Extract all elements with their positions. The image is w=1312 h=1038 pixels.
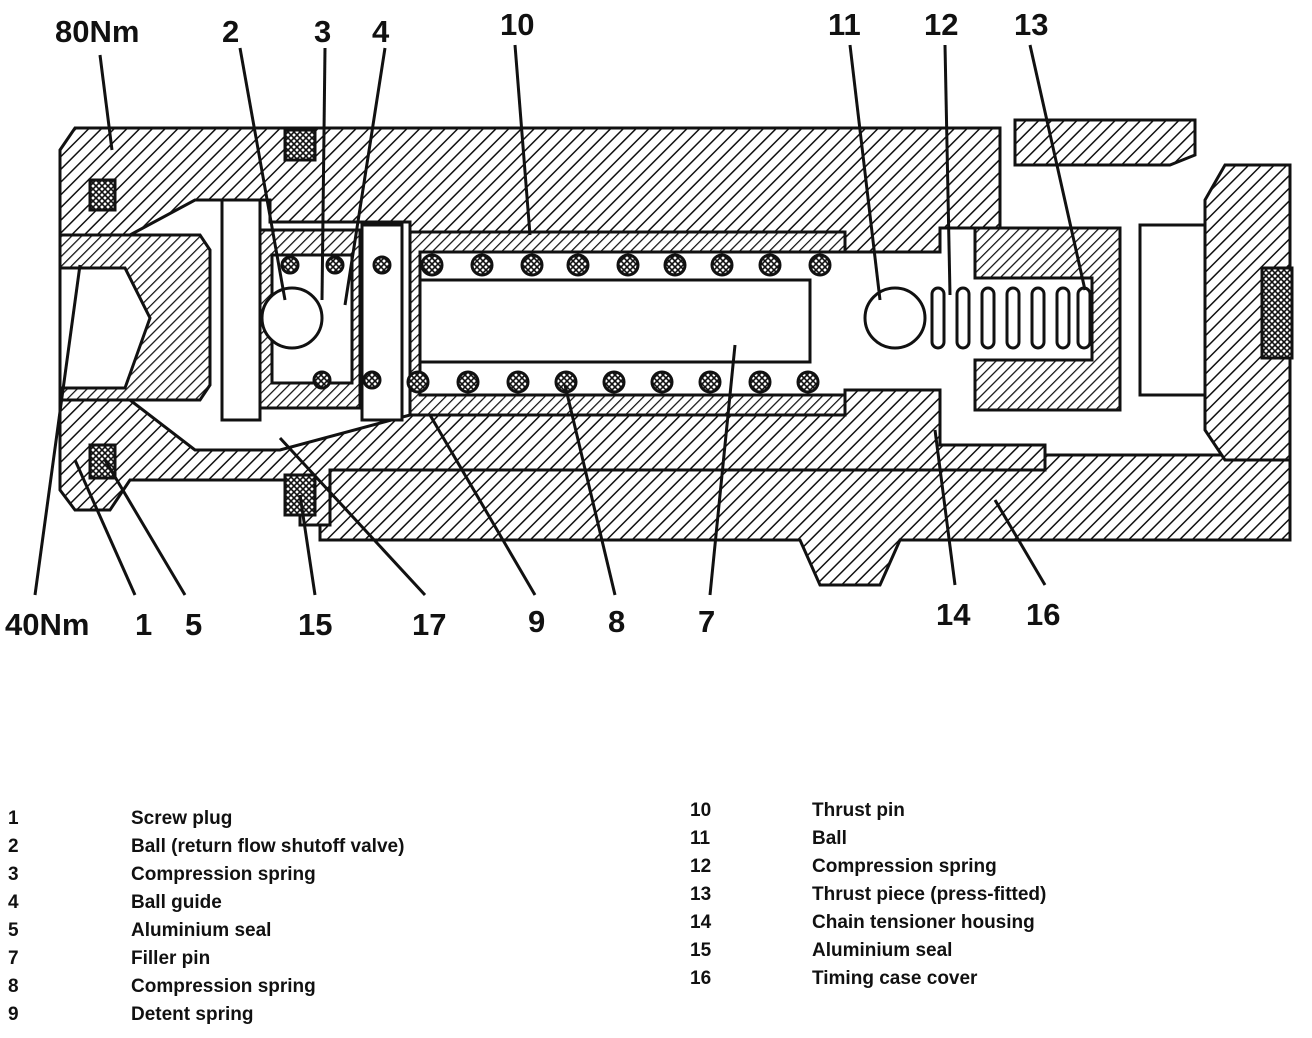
ball: [863, 286, 927, 350]
legend-num: 9: [8, 1004, 19, 1025]
callout-2: 2: [222, 14, 239, 49]
legend-desc: Timing case cover: [812, 968, 978, 989]
chain-tensioner-housing: [58, 126, 1047, 527]
legend-num: 14: [690, 912, 712, 933]
legend-desc: Compression spring: [131, 976, 316, 997]
callout-40nm: 40Nm: [5, 607, 89, 642]
legend-num: 3: [8, 864, 19, 885]
legend-desc: Thrust piece (press-fitted): [812, 884, 1047, 905]
compression-spring-ball: [930, 286, 1092, 350]
callout-labels: 80Nm 2 3 4 10 11 12 13 40Nm 1 5 15 17 9 …: [5, 7, 1060, 642]
legend-desc: Chain tensioner housing: [812, 912, 1035, 933]
callout-15: 15: [298, 607, 332, 642]
compression-spring-valve: [280, 255, 392, 390]
callout-13: 13: [1014, 7, 1048, 42]
legend-desc: Ball: [812, 828, 847, 849]
legend-num: 10: [690, 800, 712, 821]
legend-desc: Aluminium seal: [812, 940, 953, 961]
legend-desc: Filler pin: [131, 948, 211, 969]
thrust-piece: [973, 226, 1122, 412]
callout-80nm: 80Nm: [55, 14, 139, 49]
callout-12: 12: [924, 7, 958, 42]
callout-8: 8: [608, 604, 625, 639]
legend-num: 16: [690, 968, 712, 989]
callout-1: 1: [135, 607, 152, 642]
legend-desc: Compression spring: [131, 864, 316, 885]
callout-11: 11: [828, 7, 861, 42]
ball-return-flow: [260, 286, 324, 350]
timing-case-cover: [318, 118, 1294, 587]
leader-lines: [33, 44, 1087, 597]
legend-num: 12: [690, 856, 712, 877]
legend-desc: Compression spring: [812, 856, 997, 877]
detent-spring: [360, 223, 404, 422]
legend-num: 15: [690, 940, 712, 961]
callout-17: 17: [412, 607, 446, 642]
callout-16: 16: [1026, 597, 1060, 632]
legend-left: 1 Screw plug 2 Ball (return flow shutoff v…: [8, 808, 528, 1038]
legend-desc: Detent spring: [131, 1004, 254, 1025]
legend-num: 13: [690, 884, 712, 905]
legend-num: 5: [8, 920, 19, 941]
legend-desc: Aluminium seal: [131, 920, 272, 941]
callout-14: 14: [936, 597, 971, 632]
callout-5: 5: [185, 607, 202, 642]
compression-spring-main: [406, 253, 832, 394]
legend-desc: Ball (return flow shutoff valve): [131, 836, 405, 857]
callout-9: 9: [528, 604, 545, 639]
legend-num: 11: [690, 828, 711, 849]
legend-desc: Thrust pin: [812, 800, 905, 821]
callout-3: 3: [314, 14, 331, 49]
legend-desc: Screw plug: [131, 808, 233, 829]
callout-4: 4: [372, 14, 390, 49]
callout-10: 10: [500, 7, 534, 42]
legend-num: 4: [8, 892, 19, 913]
legend-desc: Ball guide: [131, 892, 222, 913]
legend-num: 8: [8, 976, 19, 997]
legend-num: 1: [8, 808, 19, 829]
callout-7: 7: [698, 604, 715, 639]
thrust-pin: [408, 230, 847, 417]
legend-num: 7: [8, 948, 19, 969]
legend-right: 10 Thrust pin 11 Ball 12 Compression spring…: [690, 800, 1290, 1000]
legend-num: 2: [8, 836, 19, 857]
